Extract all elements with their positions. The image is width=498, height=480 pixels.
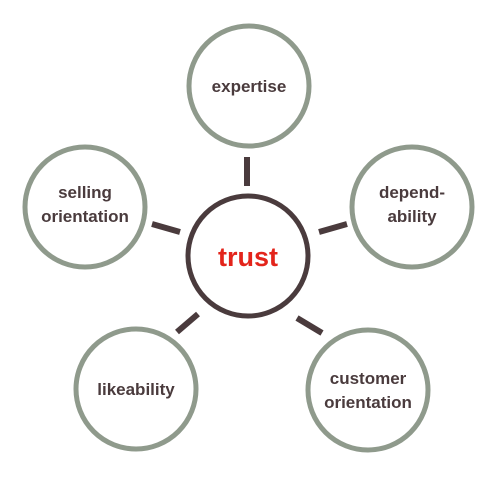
node-customer-orientation-label-line2: orientation [324, 393, 412, 412]
node-dependability: depend- ability [349, 144, 475, 270]
node-likeability: likeability [73, 326, 199, 452]
node-dependability-label-line2: ability [387, 207, 437, 226]
node-expertise: expertise [186, 23, 312, 149]
node-customer-orientation: customer orientation [305, 327, 431, 453]
node-expertise-label: expertise [212, 77, 287, 96]
connector-selling-orientation [151, 221, 181, 235]
node-likeability-label: likeability [97, 380, 175, 399]
center-node: trust [185, 193, 311, 319]
node-selling-orientation-label-line1: selling [58, 183, 112, 202]
node-customer-orientation-label-line1: customer [330, 369, 407, 388]
node-dependability-label-line1: depend- [379, 183, 445, 202]
node-selling-orientation: selling orientation [22, 144, 148, 270]
center-label: trust [218, 242, 278, 272]
connector-dependability [318, 221, 348, 235]
connector-customer-orientation [295, 315, 324, 336]
connector-likeability [175, 311, 200, 335]
node-selling-orientation-label-line2: orientation [41, 207, 129, 226]
